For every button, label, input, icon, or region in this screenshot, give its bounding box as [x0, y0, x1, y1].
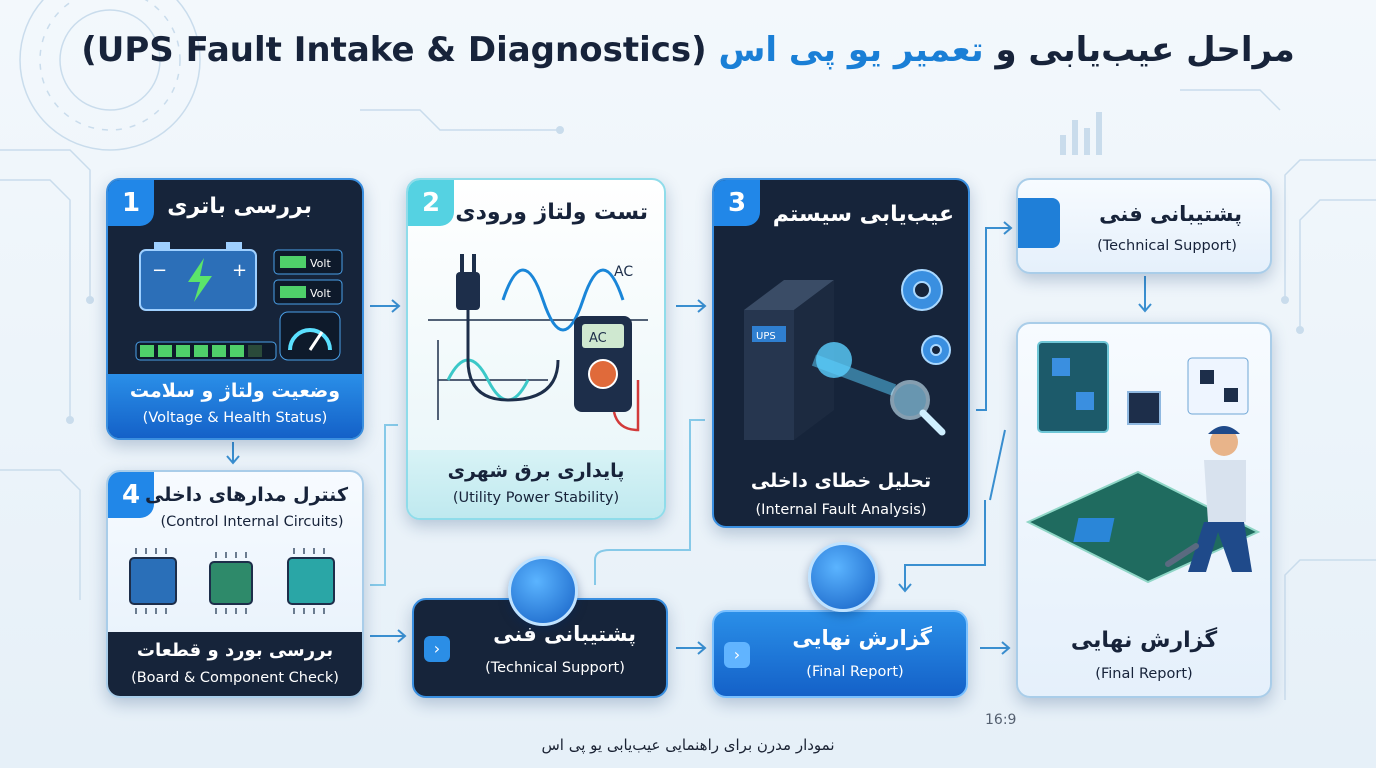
report-document-icon: [808, 542, 878, 612]
plug-icon: [456, 254, 560, 402]
title-fa-highlight: تعمیر یو پی اس: [718, 30, 984, 70]
step-3-fa-sub: تحلیل خطای داخلی: [750, 470, 932, 492]
report-mid-en: (Final Report): [806, 664, 904, 680]
title-fa-start: مراحل عیب‌یابی و: [983, 30, 1295, 70]
support-mid-title: پشتیبانی فنی: [493, 622, 636, 646]
footer-caption: نمودار مدرن برای راهنمایی عیب‌یابی یو پی…: [541, 736, 835, 754]
report-big-card[interactable]: گزارش نهایی (Final Report): [1016, 322, 1272, 698]
svg-text:−: −: [152, 260, 167, 281]
battery-icon: +−: [139, 242, 257, 311]
report-big-en: (Final Report): [1095, 666, 1193, 682]
step-4-card[interactable]: 4 کنترل مدارهای داخلی (Control Internal …: [106, 470, 364, 698]
step-4-badge: 4: [108, 472, 154, 518]
charge-level-bar: [135, 341, 277, 361]
step-2-fa-sub: پایداری برق شهری: [447, 460, 625, 482]
wrench-icon: [1165, 543, 1199, 567]
step-4-strip: بررسی بورد و قطعات (Board & Component Ch…: [108, 632, 362, 696]
step-4-en-sub: (Board & Component Check): [131, 670, 339, 686]
chip-icon: [129, 557, 335, 605]
report-mid-card[interactable]: › گزارش نهایی (Final Report): [712, 610, 968, 698]
chevron-right-icon: ›: [424, 636, 450, 662]
step-3-card[interactable]: 3 عیب‌یابی سیستم UPS تحلیل خطای داخلی (I…: [712, 178, 970, 528]
volt-label-1: Volt: [310, 257, 331, 270]
battery-illustration: +− Volt Volt: [135, 242, 343, 361]
step-1-badge: 1: [108, 180, 154, 226]
step-3-badge: 3: [714, 180, 760, 226]
ac-wave-label: AC: [614, 264, 633, 280]
gear-icon: [901, 269, 951, 365]
support-top-card[interactable]: پشتیبانی فنی (Technical Support): [1016, 178, 1272, 274]
gauge-icon: [279, 311, 341, 361]
page-title: (UPS Fault Intake & Diagnostics) مراحل ع…: [0, 30, 1376, 70]
voltage-test-illustration: AC AC: [428, 254, 648, 432]
system-diagnosis-illustration: UPS: [744, 269, 951, 440]
step-3-title: عیب‌یابی سیستم: [772, 202, 954, 227]
volt-label-2: Volt: [310, 287, 331, 300]
report-big-title: گزارش نهایی: [1070, 628, 1218, 653]
headset-icon-round: [508, 556, 578, 626]
magnifier-icon: [890, 380, 946, 436]
step-4-fa-sub: بررسی بورد و قطعات: [136, 640, 334, 661]
step-1-card[interactable]: 1 بررسی باتری +− Volt Volt: [106, 178, 364, 440]
step-1-fa-sub: وضعیت ولتاژ و سلامت: [129, 380, 341, 402]
support-mid-en: (Technical Support): [485, 660, 625, 676]
step-1-strip: وضعیت ولتاژ و سلامت (Voltage & Health St…: [108, 374, 362, 438]
step-1-title: بررسی باتری: [167, 194, 312, 219]
step-2-strip: پایداری برق شهری (Utility Power Stabilit…: [408, 450, 664, 518]
step-4-en-title: (Control Internal Circuits): [160, 514, 344, 530]
ups-label: UPS: [756, 331, 776, 342]
step-2-badge: 2: [408, 180, 454, 226]
multimeter-icon: AC: [574, 316, 640, 432]
multimeter-label: AC: [589, 331, 607, 346]
ups-unit-icon: UPS: [744, 280, 834, 440]
step-2-en-sub: (Utility Power Stability): [452, 490, 620, 506]
step-2-card[interactable]: 2 تست ولتاژ ورودی AC AC پایداری برق شهری…: [406, 178, 666, 520]
step-2-title: تست ولتاژ ورودی: [455, 200, 648, 225]
report-mid-title: گزارش نهایی: [792, 626, 932, 650]
step-4-title: کنترل مدارهای داخلی: [145, 484, 348, 506]
title-fa: مراحل عیب‌یابی و تعمیر یو پی اس: [719, 30, 1295, 70]
aspect-ratio-label: 16:9: [985, 712, 1017, 728]
support-top-en: (Technical Support): [1097, 238, 1237, 254]
chevron-right-icon: ›: [724, 642, 750, 668]
chips-illustration: [129, 548, 335, 614]
step-1-en-sub: (Voltage & Health Status): [142, 410, 328, 426]
step-3-en-sub: (Internal Fault Analysis): [755, 502, 927, 518]
support-top-title: پشتیبانی فنی: [1099, 202, 1242, 226]
technician-figure: [1188, 426, 1252, 572]
svg-text:+: +: [232, 260, 247, 281]
volt-readouts: Volt Volt: [273, 249, 343, 305]
headset-icon: [1018, 198, 1060, 248]
technician-illustration: [1025, 341, 1261, 584]
title-ltr: (UPS Fault Intake & Diagnostics): [81, 30, 707, 70]
